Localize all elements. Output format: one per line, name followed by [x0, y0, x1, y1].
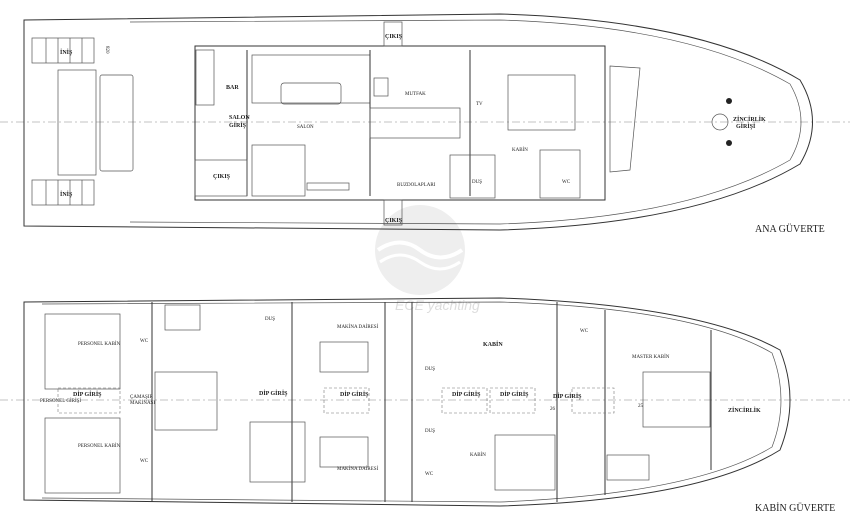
spiral-stairs: [251, 144, 306, 197]
label-chain-locker: GİRİŞİ: [736, 123, 756, 130]
label-crew-entry: PERSONEL GİRİŞİ: [40, 398, 81, 404]
label-chain-locker: ZİNCİRLİK: [733, 116, 766, 123]
label-engine-room: MAKİNA DAİRESİ: [337, 324, 379, 330]
master-bed: [642, 371, 711, 428]
chain-locker-hatch: [711, 113, 729, 131]
label-kitchen: MUTFAK: [405, 92, 426, 97]
label-bottom-entry: DİP GİRİŞ: [259, 390, 288, 397]
label-wc: WC: [140, 339, 149, 344]
label-exit: ÇIKIŞ: [385, 34, 403, 40]
label-master-cabin: MASTER KABİN: [632, 354, 670, 360]
main-deck-plan: İNİŞ İNİŞ 820 BAR SALON GİRİŞ SALON ÇIKI…: [0, 13, 850, 235]
label-crew-cabin: PERSONEL KABİN: [78, 443, 121, 449]
frame-number: 26: [550, 407, 556, 412]
salon-table: [280, 82, 342, 105]
wardrobe: [606, 454, 650, 481]
label-wc: WC: [425, 472, 434, 477]
crew-cabin-top: [44, 313, 121, 390]
label-salon-entry: GİRİŞ: [229, 122, 247, 129]
label-bottom-entry: DİP GİRİŞ: [340, 391, 369, 398]
engine-bottom: [319, 436, 369, 468]
label-exit: ÇIKIŞ: [213, 174, 231, 180]
label-bottom-entry: DİP GİRİŞ: [553, 393, 582, 400]
cabin-deck-title: KABİN GÜVERTE: [755, 502, 835, 514]
label-laundry: MAKİNASI: [130, 400, 155, 406]
label-bar: BAR: [226, 85, 239, 91]
label-bottom-entry: DİP GİRİŞ: [452, 391, 481, 398]
label-stairs-down: İNİŞ: [60, 49, 73, 56]
label-wc: WC: [140, 459, 149, 464]
stairs-center: [369, 107, 461, 139]
sunbed: [99, 74, 134, 172]
stairs-up: [194, 159, 248, 197]
stove-icon: [373, 77, 389, 97]
bed: [507, 74, 576, 131]
label-laundry: ÇAMAŞIR: [130, 395, 153, 400]
label-bottom-entry: DİP GİRİŞ: [500, 391, 529, 398]
label-cabin: KABİN: [483, 341, 503, 348]
label-exit: ÇIKIŞ: [385, 218, 403, 224]
label-cabin: KABİN: [512, 147, 528, 153]
label-shower: DUŞ: [425, 367, 435, 372]
label-wc: WC: [580, 329, 589, 334]
watermark-text: ECE yachting: [395, 297, 480, 313]
label-shower: DUŞ: [265, 317, 275, 322]
label-shower: DUŞ: [472, 180, 482, 185]
label-fridges: BUZDOLAPLARI: [397, 183, 436, 188]
label-engine-room: MAKİNA DAİRESİ: [337, 466, 379, 472]
windlass-icon: [726, 98, 732, 104]
frame-number: 25: [638, 404, 644, 409]
main-deck-title: ANA GÜVERTE: [755, 223, 825, 235]
crew-cabin-bottom: [44, 417, 121, 494]
label-salon: SALON: [297, 125, 314, 130]
engine-top: [319, 341, 369, 373]
stairs-aft-top: [31, 37, 95, 64]
bow-seat: [609, 65, 641, 173]
cabin-deck-hull: [23, 297, 791, 507]
label-salon-entry: SALON: [229, 115, 250, 121]
label-stairs-down: İNİŞ: [60, 191, 73, 198]
label-crew-cabin: PERSONEL KABİN: [78, 341, 121, 347]
label-shower: DUŞ: [425, 429, 435, 434]
windlass-icon: [726, 140, 732, 146]
label-cabin: KABİN: [470, 452, 486, 458]
label-tv: TV: [476, 102, 483, 107]
bed: [154, 371, 218, 431]
bed: [494, 434, 556, 491]
dimension-label: 820: [104, 46, 109, 54]
stairs: [249, 421, 306, 483]
stairs-aft-bottom: [31, 179, 95, 206]
label-chain-locker: ZİNCİRLİK: [728, 407, 761, 414]
superstructure: [194, 45, 606, 201]
label-wc: WC: [562, 180, 571, 185]
main-deck-hull: [23, 13, 813, 231]
watermark-logo: ECE yachting: [375, 205, 480, 313]
label-bottom-entry: DİP GİRİŞ: [73, 391, 102, 398]
cabin-deck-plan: PERSONEL KABİN PERSONEL KABİN PERSONEL G…: [0, 297, 850, 514]
